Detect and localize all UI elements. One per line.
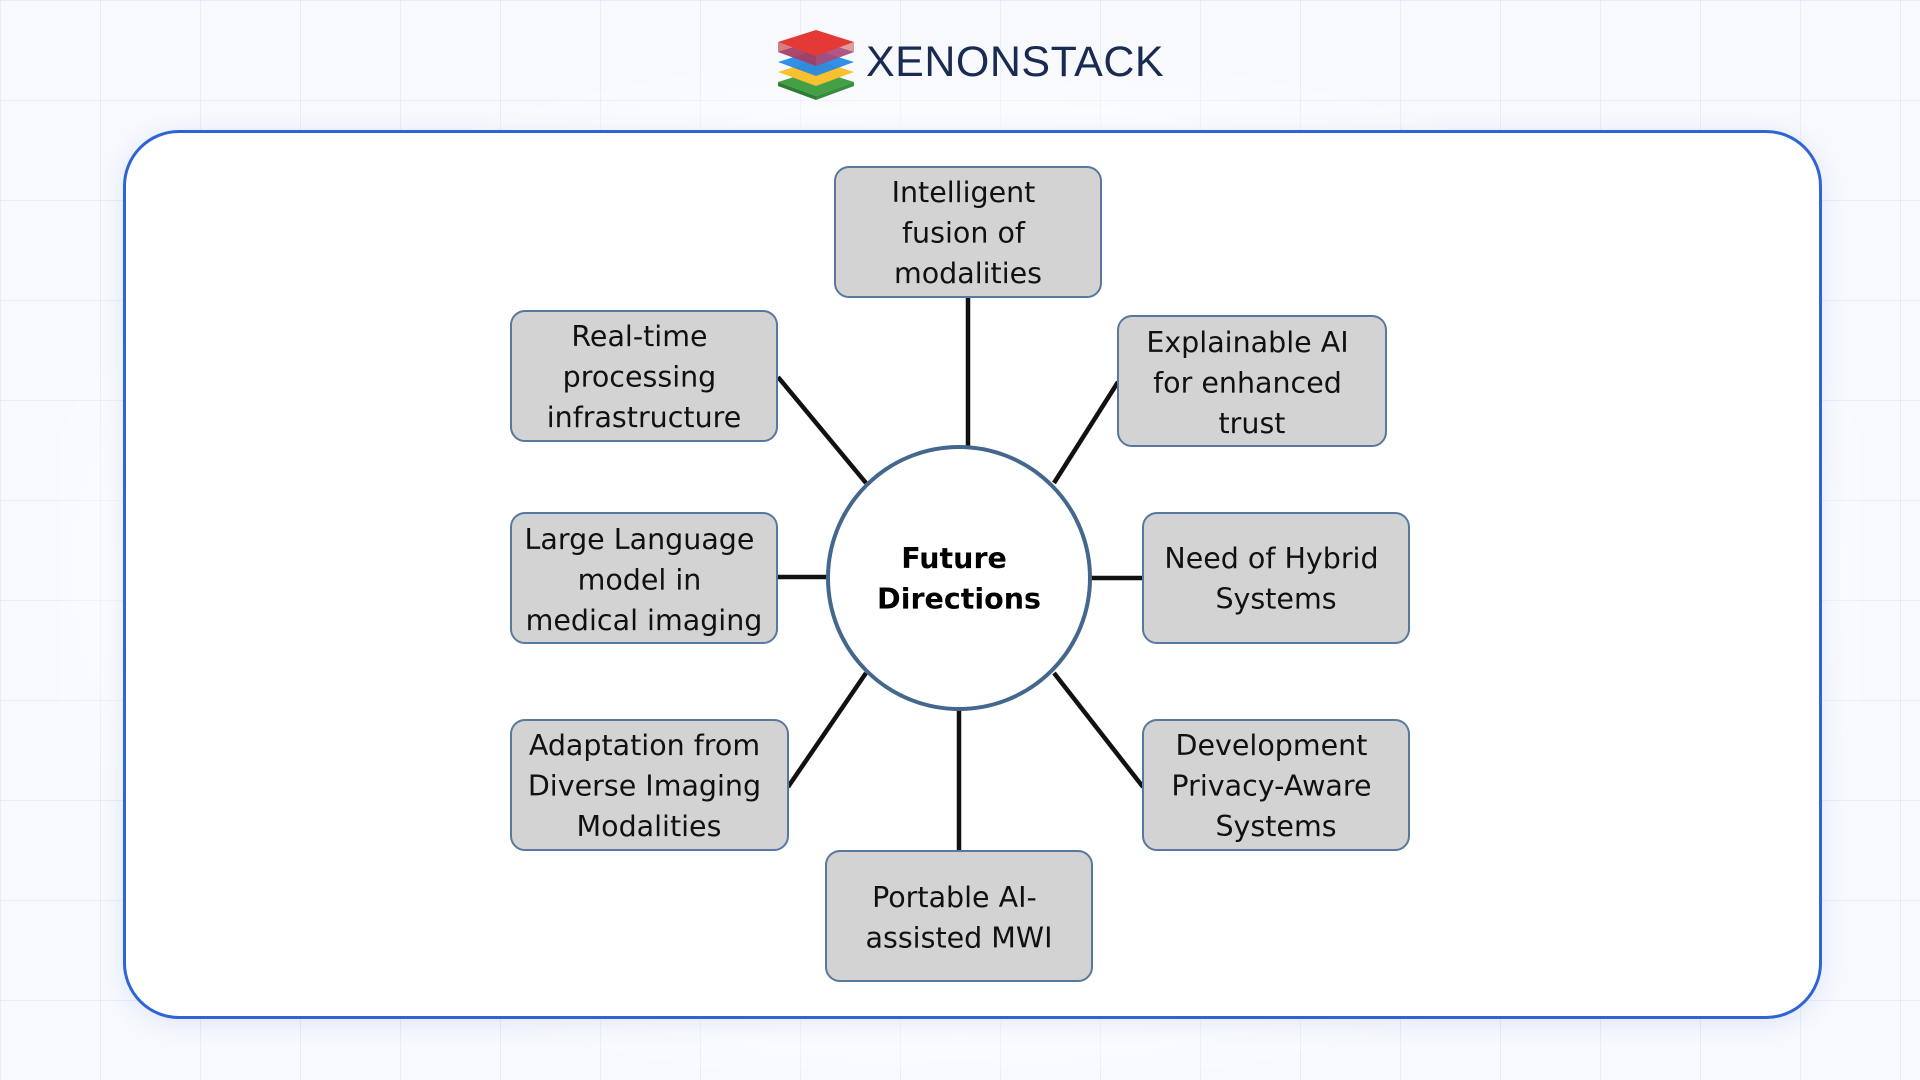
brand-name: XENONSTACK xyxy=(866,37,1165,86)
node-line: Real-time xyxy=(571,320,707,353)
node-line: fusion of xyxy=(902,217,1026,250)
node-line: trust xyxy=(1219,407,1286,440)
connector-lower-left xyxy=(786,671,868,789)
node-line: assisted MWI xyxy=(866,922,1053,955)
node-line: Intelligent xyxy=(892,176,1036,209)
node-bottom[interactable]: Portable AI- assisted MWI xyxy=(825,850,1093,982)
node-line: Adaptation from xyxy=(529,729,760,762)
node-line: Diverse Imaging xyxy=(528,770,761,803)
node-lower-right[interactable]: Development Privacy-Aware Systems xyxy=(1142,719,1410,851)
node-line: modalities xyxy=(894,257,1042,290)
center-node[interactable]: Future Directions xyxy=(826,445,1092,711)
svg-text:Explainable AI for enhan: Explainable AI for enhanced trust xyxy=(1146,326,1357,440)
svg-text:Portable AI- assisted MW: Portable AI- assisted MWI xyxy=(866,881,1053,955)
center-line: Future xyxy=(901,542,1007,575)
center-line: Directions xyxy=(877,583,1041,616)
node-line: Large Language xyxy=(525,523,755,556)
svg-text:Adaptation from Diverse: Adaptation from Diverse Imaging Modaliti… xyxy=(528,729,770,843)
node-box xyxy=(1142,719,1410,851)
node-line: medical imaging xyxy=(526,604,763,637)
svg-text:Future Directions: Future Directions xyxy=(877,542,1041,616)
node-upper-right[interactable]: Explainable AI for enhanced trust xyxy=(1117,315,1387,447)
stacked-layers-icon xyxy=(778,30,854,100)
node-line: for enhanced xyxy=(1153,367,1342,400)
node-line: Systems xyxy=(1215,583,1336,616)
node-line: Privacy-Aware xyxy=(1171,770,1371,803)
node-line: processing xyxy=(563,361,717,394)
node-line: infrastructure xyxy=(547,401,742,434)
node-right[interactable]: Need of Hybrid Systems xyxy=(1142,512,1410,644)
brand-logo[interactable]: XENONSTACK xyxy=(776,20,1164,104)
node-box xyxy=(825,850,1093,982)
node-box xyxy=(510,719,789,851)
node-line: Explainable AI xyxy=(1146,326,1348,359)
node-box xyxy=(510,512,778,644)
svg-text:Large Language model in: Large Language model in medical imaging xyxy=(525,523,764,637)
center-circle xyxy=(826,445,1092,711)
node-left[interactable]: Large Language model in medical imaging xyxy=(510,512,778,644)
connector-upper-left xyxy=(776,375,868,485)
node-upper-left[interactable]: Real-time processing infrastructure xyxy=(510,310,778,442)
connector-lower-right xyxy=(1052,671,1145,789)
node-line: Portable AI- xyxy=(872,881,1037,914)
connector-upper-right xyxy=(1052,380,1120,485)
node-line: Systems xyxy=(1215,810,1336,843)
svg-text:Development Privacy-Awar: Development Privacy-Aware Systems xyxy=(1171,729,1380,843)
node-box xyxy=(1142,512,1410,644)
node-box xyxy=(834,166,1102,298)
node-top[interactable]: Intelligent fusion of modalities xyxy=(834,166,1102,298)
node-box xyxy=(1117,315,1387,447)
node-line: model in xyxy=(578,564,702,597)
node-line: Need of Hybrid xyxy=(1164,542,1378,575)
svg-text:Need of Hybrid Systems: Need of Hybrid Systems xyxy=(1164,542,1387,616)
svg-text:Real-time processing: Real-time processing infrastructure xyxy=(547,320,742,434)
svg-text:Intelligent fusion of: Intelligent fusion of modalities xyxy=(892,176,1045,290)
node-line: Modalities xyxy=(577,810,722,843)
connectors xyxy=(776,297,1145,851)
node-lower-left[interactable]: Adaptation from Diverse Imaging Modaliti… xyxy=(510,719,789,851)
node-box xyxy=(510,310,778,442)
node-line: Development xyxy=(1176,729,1368,762)
